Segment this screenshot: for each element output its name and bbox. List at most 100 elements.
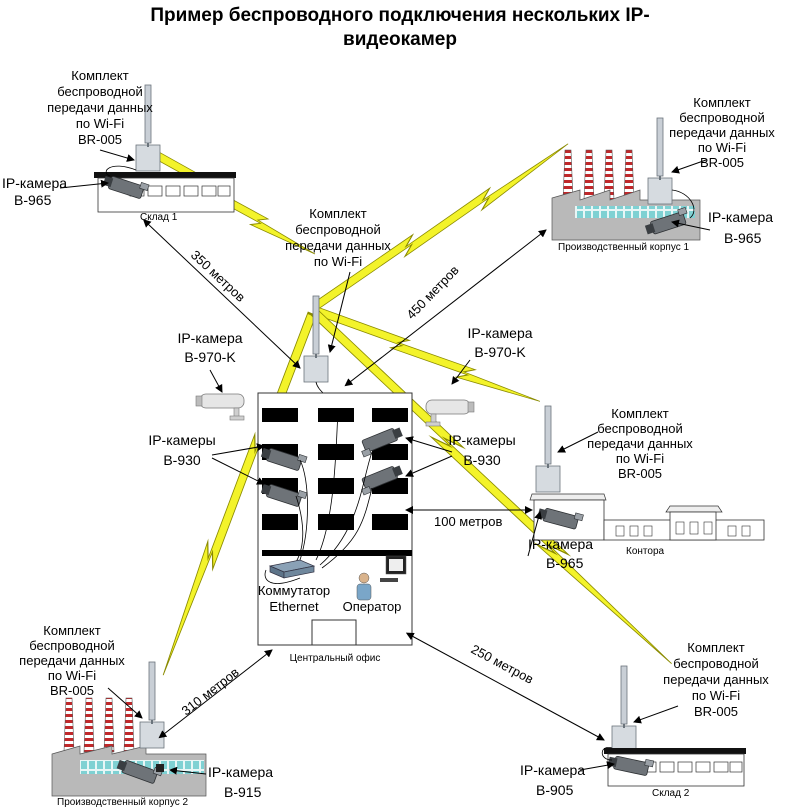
- office-cams-left-label: IP-камеры B-930: [148, 432, 215, 468]
- sklad2-kit-label: Комплект беспроводной передачи данных по…: [663, 640, 769, 719]
- center-wifi-kit: Комплект беспроводной передачи данных по…: [285, 206, 391, 411]
- sklad1-roof: [94, 172, 236, 178]
- korpus2-chimneys: [63, 697, 135, 753]
- svg-text:передачи данных: передачи данных: [19, 653, 125, 668]
- svg-text:BR-005: BR-005: [700, 155, 744, 170]
- svg-text:по Wi-Fi: по Wi-Fi: [76, 116, 124, 131]
- svg-text:B-930: B-930: [463, 452, 501, 468]
- korpus2-name: Производственный корпус 2: [57, 797, 188, 808]
- sklad2-wifi-kit-icon: [611, 665, 637, 753]
- svg-text:Комплект: Комплект: [309, 206, 366, 221]
- svg-text:IP-камера: IP-камера: [467, 325, 532, 341]
- svg-text:IP-камеры: IP-камеры: [148, 432, 215, 448]
- sklad2-roof: [604, 748, 746, 754]
- svg-text:Комплект: Комплект: [43, 623, 100, 638]
- site-sklad1: Склад 1 Комплект беспроводной передачи д…: [2, 68, 236, 223]
- svg-text:Коммутатор: Коммутатор: [258, 583, 330, 598]
- svg-text:передачи данных: передачи данных: [285, 238, 391, 253]
- office-outdoor-camera-right-icon: [425, 399, 475, 427]
- svg-text:беспроводной: беспроводной: [597, 421, 683, 436]
- korpus1-camera-label: IP-камера B-965: [708, 209, 773, 246]
- svg-text:B-915: B-915: [224, 784, 262, 800]
- site-korpus2: Производственный корпус 2 Комплект беспр…: [19, 623, 273, 808]
- distance-arrow-250: [405, 632, 605, 741]
- svg-text:BR-005: BR-005: [50, 683, 94, 698]
- center-wifi-kit-icon: [303, 295, 329, 383]
- office-outdoor-camera-left-icon: [195, 393, 245, 421]
- distance-label-450: 450 метров: [403, 262, 461, 322]
- kontora-name: Контора: [626, 546, 665, 557]
- svg-text:Комплект: Комплект: [693, 95, 750, 110]
- distance-label-100: 100 метров: [434, 514, 502, 529]
- svg-text:Комплект: Комплект: [71, 68, 128, 83]
- distance-label-310: 310 метров: [179, 664, 242, 718]
- switch-label: Коммутатор Ethernet: [258, 583, 330, 614]
- svg-text:B-970-K: B-970-K: [184, 349, 236, 365]
- svg-text:IP-камера: IP-камера: [708, 209, 773, 225]
- distance-arrow-350: [142, 219, 301, 369]
- svg-text:беспроводной: беспроводной: [29, 638, 115, 653]
- svg-text:беспроводной: беспроводной: [673, 656, 759, 671]
- svg-text:передачи данных: передачи данных: [587, 436, 693, 451]
- kontora-camera-label: IP-камера B-965: [528, 536, 593, 571]
- svg-text:IP-камера: IP-камера: [208, 764, 273, 780]
- office-cam-left-label: IP-камера B-970-K: [177, 330, 242, 365]
- title-line-2: видеокамер: [343, 29, 457, 50]
- korpus1-name: Производственный корпус 1: [558, 242, 689, 253]
- sklad1-kit-label: Комплект беспроводной передачи данных по…: [47, 68, 153, 147]
- korpus1-windows: [575, 206, 695, 218]
- svg-text:Ethernet: Ethernet: [269, 599, 319, 614]
- svg-text:B-965: B-965: [546, 555, 584, 571]
- diagram-title: Пример беспроводного подключения несколь…: [80, 4, 720, 52]
- svg-text:передачи данных: передачи данных: [47, 100, 153, 115]
- korpus1-kit-label: Комплект беспроводной передачи данных по…: [669, 95, 775, 170]
- svg-text:по Wi-Fi: по Wi-Fi: [314, 254, 362, 269]
- svg-text:BR-005: BR-005: [618, 466, 662, 481]
- sklad2-camera-label: IP-камера B-905: [520, 762, 585, 798]
- sklad1-windows: [129, 185, 231, 197]
- svg-text:IP-камера: IP-камера: [2, 175, 67, 191]
- svg-text:BR-005: BR-005: [78, 132, 122, 147]
- svg-text:беспроводной: беспроводной: [679, 110, 765, 125]
- korpus2-kit-label: Комплект беспроводной передачи данных по…: [19, 623, 125, 698]
- sklad2-name: Склад 2: [652, 788, 690, 799]
- office-cams-right-label: IP-камеры B-930: [448, 432, 515, 468]
- svg-text:IP-камеры: IP-камеры: [448, 432, 515, 448]
- office-name: Центральный офис: [290, 652, 381, 664]
- svg-text:B-930: B-930: [163, 452, 201, 468]
- svg-text:по Wi-Fi: по Wi-Fi: [692, 688, 740, 703]
- svg-text:по Wi-Fi: по Wi-Fi: [616, 451, 664, 466]
- distance-arrow-310: [158, 649, 273, 739]
- kontora-kit-label: Комплект беспроводной передачи данных по…: [587, 406, 693, 481]
- sklad1-camera-label: IP-камера B-965: [2, 175, 67, 208]
- site-korpus1: Производственный корпус 1 Комплект беспр…: [551, 95, 775, 253]
- office-cabling: [264, 411, 373, 584]
- svg-text:Комплект: Комплект: [687, 640, 744, 655]
- svg-text:B-970-K: B-970-K: [474, 344, 526, 360]
- site-kontora: Контора Комплект беспроводной передачи д…: [527, 405, 765, 571]
- svg-text:IP-камера: IP-камера: [528, 536, 593, 552]
- title-line-1: Пример беспроводного подключения несколь…: [150, 5, 650, 26]
- operator-icon: [356, 555, 407, 601]
- svg-text:B-965: B-965: [14, 192, 52, 208]
- korpus1-chimneys: [562, 149, 635, 201]
- sklad1-name: Склад 1: [140, 212, 178, 223]
- svg-text:беспроводной: беспроводной: [57, 84, 143, 99]
- operator-label: Оператор: [343, 599, 402, 614]
- svg-text:беспроводной: беспроводной: [295, 222, 381, 237]
- svg-text:IP-камера: IP-камера: [520, 762, 585, 778]
- svg-text:IP-камера: IP-камера: [177, 330, 242, 346]
- svg-text:B-965: B-965: [724, 230, 762, 246]
- svg-text:BR-005: BR-005: [694, 704, 738, 719]
- site-sklad2: Склад 2 Комплект беспроводной передачи д…: [520, 640, 769, 799]
- distance-label-350: 350 метров: [188, 247, 248, 305]
- svg-text:B-905: B-905: [536, 782, 574, 798]
- distance-label-250: 250 метров: [469, 641, 536, 686]
- office-cam-right-label: IP-камера B-970-K: [467, 325, 532, 360]
- distance-arrow-450: [344, 229, 547, 387]
- svg-text:передачи данных: передачи данных: [669, 125, 775, 140]
- center-kit-label: Комплект беспроводной передачи данных по…: [285, 206, 391, 269]
- sklad2-windows: [641, 761, 743, 773]
- svg-text:Комплект: Комплект: [611, 406, 668, 421]
